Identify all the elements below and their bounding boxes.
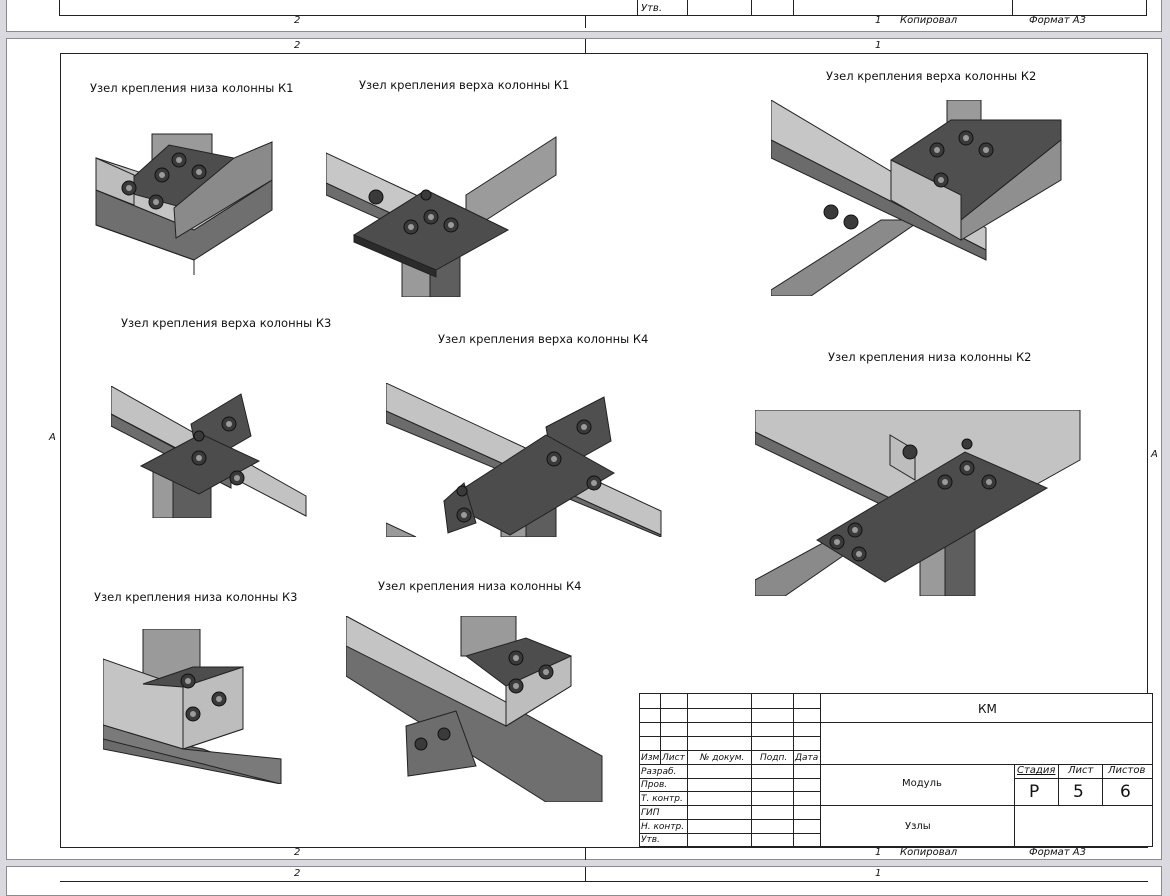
node-bottom-k1-image <box>95 133 273 275</box>
role-chief-engineer: ГИП <box>641 808 660 818</box>
prev-zone-2: 2 <box>294 15 301 26</box>
object-name: Модуль <box>902 778 942 789</box>
node-bottom-k3-image <box>103 629 282 784</box>
view-title-top-k3: Узел крепления верха колонны К3 <box>121 316 332 330</box>
next-zone-2: 2 <box>294 868 301 879</box>
sheet-header: Лист <box>1068 765 1094 776</box>
stage-value: Р <box>1029 782 1040 802</box>
view-title-bottom-k3: Узел крепления низа колонны К3 <box>94 590 298 604</box>
node-top-k2-image <box>771 100 1062 296</box>
header-doc: № докум. <box>700 753 745 763</box>
next-zone-1: 1 <box>875 868 882 879</box>
role-tech-control: Т. контр. <box>641 794 683 804</box>
role-developer: Разраб. <box>641 767 677 777</box>
zone-number-bottom-2: 2 <box>294 847 301 858</box>
view-title-top-k4: Узел крепления верха колонны К4 <box>438 332 649 346</box>
view-title-top-k2: Узел крепления верха колонны К2 <box>826 69 1037 83</box>
role-checker: Пров. <box>641 780 668 790</box>
header-list: Лист <box>662 753 685 763</box>
header-sign: Подп. <box>760 753 788 763</box>
zone-letter-right: A <box>1151 449 1158 460</box>
document-code: КМ <box>978 702 997 716</box>
role-approved: Утв. <box>641 835 660 845</box>
zone-number-bottom-1: 1 <box>875 847 882 858</box>
next-sheet: 2 1 <box>6 866 1162 896</box>
title-block: Изм. Лист № докум. Подп. Дата Разраб. Пр… <box>639 693 1153 847</box>
drawing-frame <box>60 53 1148 848</box>
header-date: Дата <box>795 753 819 763</box>
zone-letter-left: A <box>49 432 56 443</box>
header-izm: Изм. <box>641 753 663 763</box>
prev-approved-label: Утв. <box>641 3 662 14</box>
sheets-total: 6 <box>1120 782 1131 802</box>
node-top-k1-image <box>326 136 557 297</box>
zone-number-top-2: 2 <box>294 40 301 51</box>
prev-zone-1: 1 <box>875 15 882 26</box>
prev-copied-label: Копировал <box>900 15 958 26</box>
sheets-header: Листов <box>1108 765 1146 776</box>
view-title-bottom-k1: Узел крепления низа колонны К1 <box>90 81 294 95</box>
format-label: Формат А3 <box>1029 847 1086 858</box>
node-bottom-k4-image <box>346 616 603 802</box>
node-top-k3-image <box>111 386 307 518</box>
sheet-number: 5 <box>1073 782 1084 802</box>
node-bottom-k2-image <box>755 410 1081 596</box>
zone-number-top-1: 1 <box>875 40 882 51</box>
view-title-bottom-k2: Узел крепления низа колонны К2 <box>828 350 1032 364</box>
role-norm-control: Н. контр. <box>641 822 685 832</box>
view-title-top-k1: Узел крепления верха колонны К1 <box>359 78 570 92</box>
copied-label: Копировал <box>900 847 958 858</box>
stage-header: Стадия <box>1017 765 1056 776</box>
previous-sheet: Утв. 2 1 Копировал Формат А3 <box>6 0 1162 32</box>
sheet-name: Узлы <box>905 821 931 832</box>
node-top-k4-image <box>386 383 662 537</box>
view-title-bottom-k4: Узел крепления низа колонны К4 <box>378 579 582 593</box>
prev-format-label: Формат А3 <box>1029 15 1086 26</box>
